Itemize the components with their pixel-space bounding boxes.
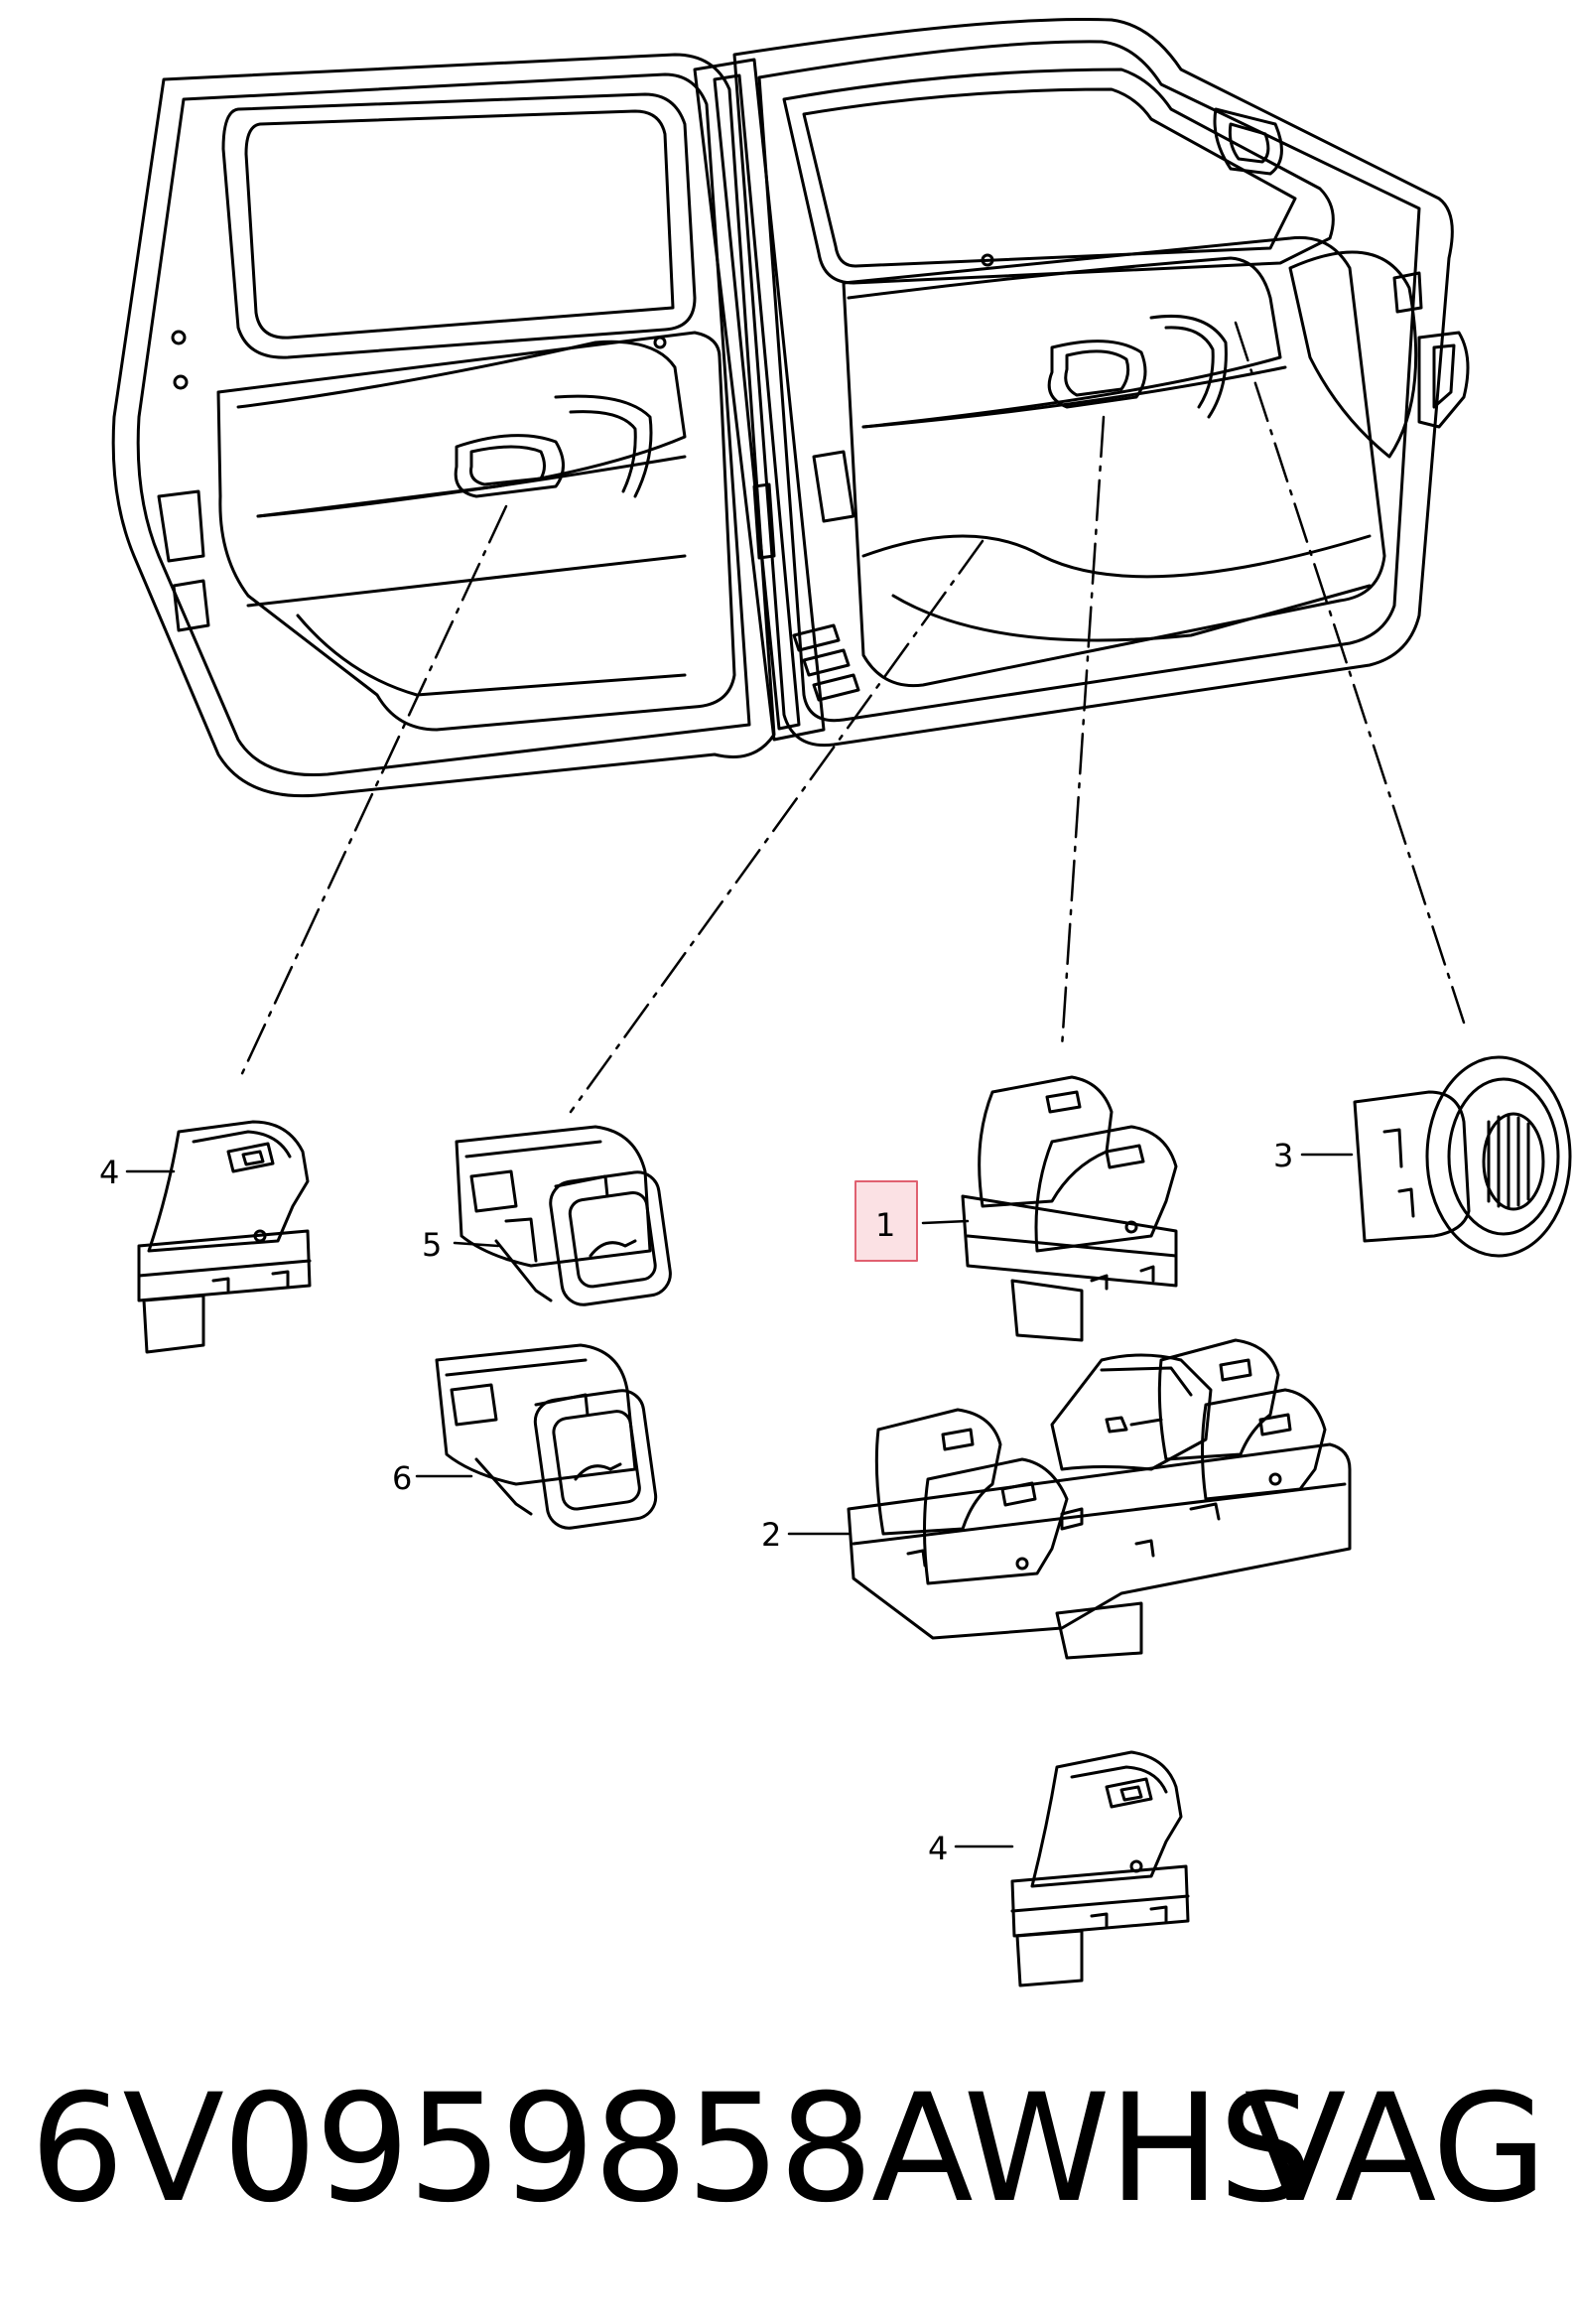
brand-caption: VAG <box>1244 2063 1547 2236</box>
master-window-switch-2 <box>847 1338 1352 1660</box>
callout-1: 1 <box>875 1206 895 1244</box>
callout-1-highlight <box>854 1180 918 1262</box>
car-doors-illustration <box>111 17 1470 798</box>
single-window-switch-4-top <box>137 1120 312 1354</box>
callout-2: 2 <box>761 1516 781 1554</box>
callout-4-bottom: 4 <box>928 1830 948 1867</box>
callout-3: 3 <box>1273 1137 1293 1174</box>
callout-5: 5 <box>422 1226 442 1264</box>
callout-leaders <box>125 1153 1354 1848</box>
callout-6: 6 <box>392 1459 412 1497</box>
single-window-switch-4-bottom <box>1010 1750 1190 1987</box>
mirror-adjustment-switch-3 <box>1353 1055 1572 1258</box>
callout-4-top: 4 <box>99 1154 119 1191</box>
double-window-switch-1 <box>961 1075 1178 1342</box>
rear-window-switch-6 <box>435 1343 658 1530</box>
leader-lines <box>236 321 1466 1114</box>
part-number-caption: 6V0959858AWHS <box>30 2063 1313 2236</box>
rear-window-switch-5 <box>455 1125 672 1306</box>
